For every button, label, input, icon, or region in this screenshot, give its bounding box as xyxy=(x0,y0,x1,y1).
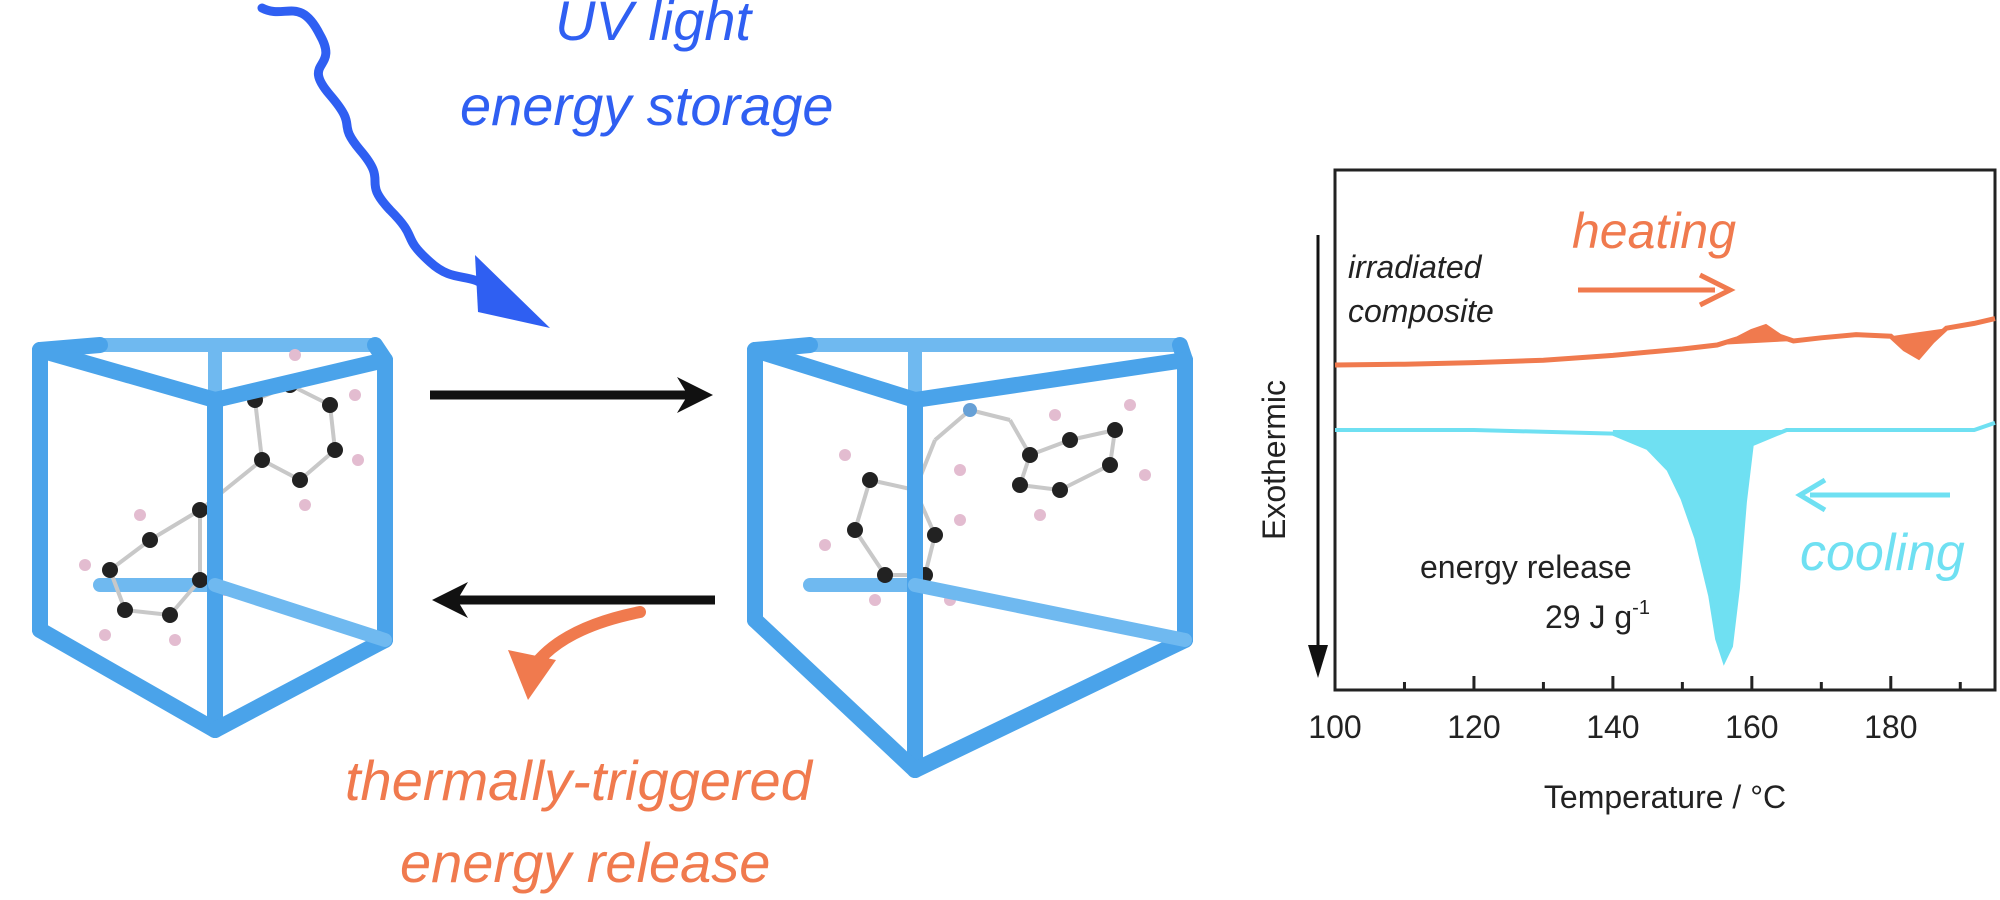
sample-label-line2: composite xyxy=(1348,293,1494,329)
x-tick-label: 120 xyxy=(1447,709,1500,745)
uv-arrowhead xyxy=(475,255,550,328)
dsc-chart: 100 120 140 160 180 Exothermic Temperature /… xyxy=(1256,168,1997,815)
left-molecule xyxy=(79,349,364,646)
y-axis-label: Exothermic xyxy=(1256,380,1292,540)
x-tick-label: 100 xyxy=(1308,709,1361,745)
heating-arrow xyxy=(1578,272,1736,308)
right-molecule xyxy=(819,399,1151,606)
x-axis-label: Temperature / °C xyxy=(1544,779,1786,815)
energy-storage-label: energy storage xyxy=(460,74,834,137)
uv-wave xyxy=(257,3,495,295)
heat-release-arrow xyxy=(508,606,646,700)
thermally-triggered-label: thermally-triggered xyxy=(345,749,814,812)
uv-light-label: UV light xyxy=(555,0,754,52)
energy-release-label: energy release xyxy=(400,831,770,894)
x-tick-label: 160 xyxy=(1725,709,1778,745)
energy-release-text: energy release xyxy=(1420,549,1632,585)
heating-exo-peak-fill xyxy=(1717,326,1794,345)
x-axis-ticks: 100 120 140 160 180 xyxy=(1308,676,1962,745)
sample-label-line1: irradiated xyxy=(1348,249,1483,285)
heating-endo-peak-fill xyxy=(1890,328,1947,357)
cooling-arrow xyxy=(1795,477,1950,513)
heating-label: heating xyxy=(1572,203,1736,259)
x-tick-label: 140 xyxy=(1586,709,1639,745)
right-framework-cube xyxy=(747,337,1193,778)
exothermic-arrowhead xyxy=(1308,645,1328,678)
x-tick-label: 180 xyxy=(1864,709,1917,745)
left-framework-cube xyxy=(32,337,393,738)
energy-release-value: 29 J g-1 xyxy=(1545,597,1650,635)
cooling-series-line xyxy=(1335,420,1996,666)
cooling-label: cooling xyxy=(1800,524,1965,582)
uv-light-wave-arrow xyxy=(257,3,550,328)
